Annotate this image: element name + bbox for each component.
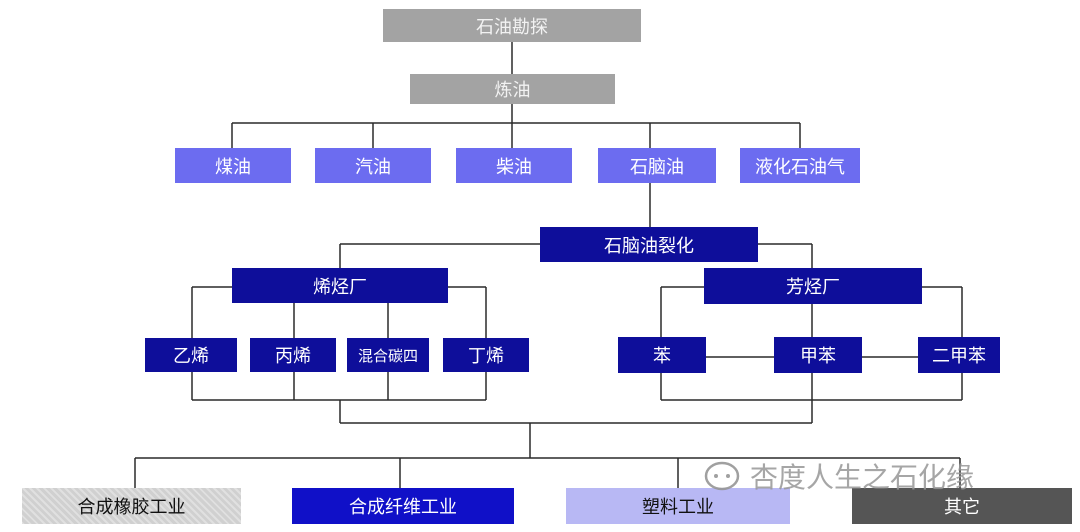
node-toluene: 甲苯: [774, 337, 862, 373]
watermark-text: 杏度人生之石化缘: [750, 461, 975, 494]
node-butene: 丁烯: [443, 338, 529, 372]
node-naphtha: 石脑油: [598, 148, 716, 183]
node-naphtha-cracking: 石脑油裂化: [540, 227, 758, 262]
node-gasoline: 汽油: [315, 148, 431, 183]
node-kerosene: 煤油: [175, 148, 291, 183]
node-synthetic-fiber: 合成纤维工业: [292, 488, 514, 524]
watermark: 杏度人生之石化缘: [702, 456, 974, 496]
node-plastics: 塑料工业: [566, 488, 790, 524]
node-others: 其它: [852, 488, 1072, 524]
node-lpg: 液化石油气: [740, 148, 860, 183]
node-benzene: 苯: [618, 337, 706, 373]
node-propylene: 丙烯: [250, 338, 336, 372]
node-exploration: 石油勘探: [383, 9, 641, 42]
node-synthetic-rubber: 合成橡胶工业: [22, 488, 241, 524]
node-refining: 炼油: [410, 74, 615, 104]
node-ethylene: 乙烯: [145, 338, 237, 372]
chat-bubble-icon: [704, 461, 740, 491]
node-mixed-c4: 混合碳四: [347, 338, 429, 372]
node-diesel: 柴油: [456, 148, 572, 183]
node-olefin-plant: 烯烃厂: [232, 268, 448, 303]
node-aromatics-plant: 芳烃厂: [704, 268, 922, 304]
node-xylene: 二甲苯: [918, 337, 1000, 373]
